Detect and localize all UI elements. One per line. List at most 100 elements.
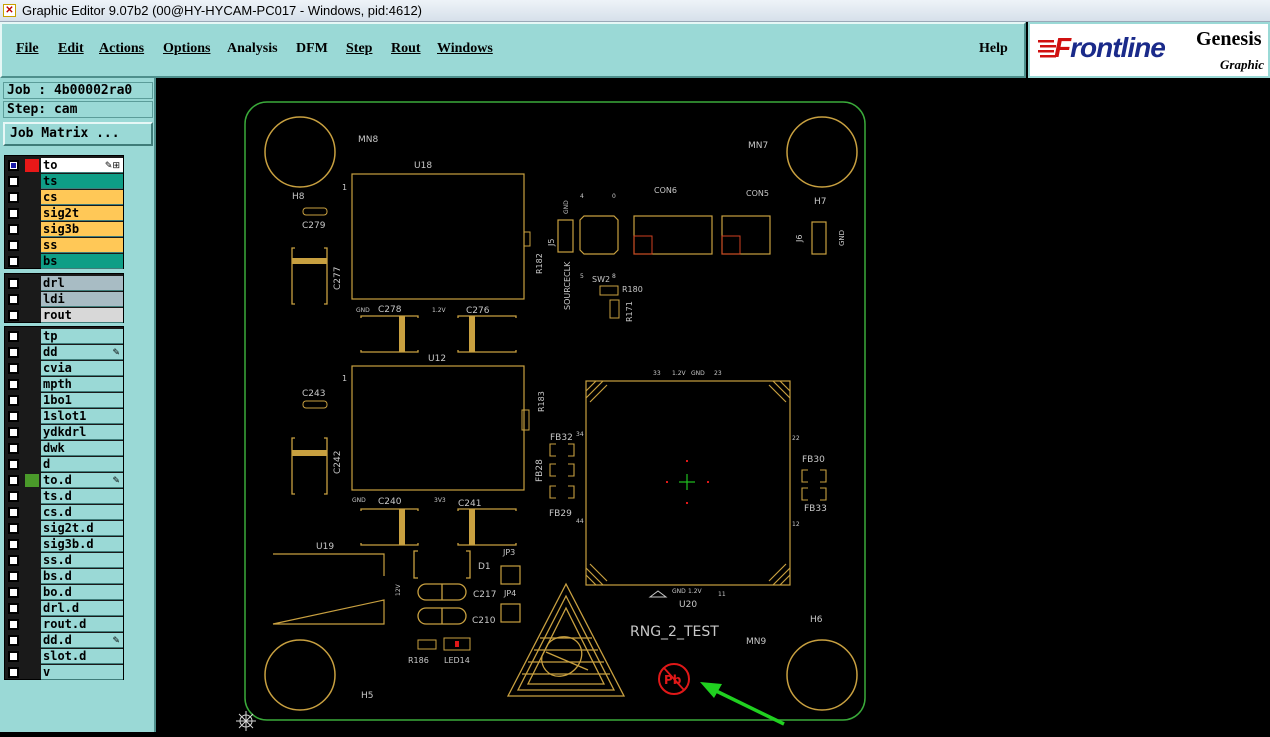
layer-row[interactable]: sig2t.d: [5, 521, 123, 537]
layer-name[interactable]: cs.d: [41, 505, 123, 520]
layer-row[interactable]: mpth: [5, 377, 123, 393]
layer-name[interactable]: sig3b: [41, 222, 123, 237]
layer-color-swatch[interactable]: [25, 442, 39, 455]
layer-checkbox[interactable]: [8, 331, 19, 342]
layer-row[interactable]: dd.d✎: [5, 633, 123, 649]
layer-checkbox[interactable]: [8, 507, 19, 518]
layer-name[interactable]: ts: [41, 174, 123, 189]
layer-row[interactable]: d: [5, 457, 123, 473]
layer-checkbox[interactable]: [8, 363, 19, 374]
layer-checkbox[interactable]: [8, 176, 19, 187]
layer-checkbox[interactable]: [8, 539, 19, 550]
layer-name[interactable]: rout.d: [41, 617, 123, 632]
layer-name[interactable]: sig3b.d: [41, 537, 123, 552]
layer-checkbox[interactable]: [8, 523, 19, 534]
menu-file[interactable]: File: [16, 41, 39, 56]
layer-checkbox[interactable]: [8, 619, 19, 630]
graphic-canvas[interactable]: MN8 MN7 MN9 H8 H7 H5 H6 U18 1 U12 1 C279…: [156, 78, 1270, 732]
layer-name[interactable]: dd.d: [41, 633, 123, 648]
menu-help[interactable]: Help: [979, 41, 1008, 56]
layer-row[interactable]: ss: [5, 238, 123, 254]
layer-checkbox[interactable]: [8, 294, 19, 305]
layer-row[interactable]: ldi: [5, 292, 123, 308]
layer-checkbox[interactable]: [8, 427, 19, 438]
layer-color-swatch[interactable]: [25, 458, 39, 471]
layer-color-swatch[interactable]: [25, 191, 39, 204]
pcb-view[interactable]: MN8 MN7 MN9 H8 H7 H5 H6 U18 1 U12 1 C279…: [156, 78, 1270, 732]
layer-name[interactable]: mpth: [41, 377, 123, 392]
menu-options[interactable]: Options: [163, 41, 211, 56]
layer-checkbox[interactable]: [8, 411, 19, 422]
layer-checkbox[interactable]: [8, 555, 19, 566]
job-matrix-button[interactable]: Job Matrix ...: [3, 122, 153, 146]
layer-row[interactable]: bo.d: [5, 585, 123, 601]
layer-name[interactable]: sig2t: [41, 206, 123, 221]
layer-color-swatch[interactable]: [25, 207, 39, 220]
layer-name[interactable]: sig2t.d: [41, 521, 123, 536]
menu-actions[interactable]: Actions: [99, 41, 145, 56]
layer-row[interactable]: dd✎: [5, 345, 123, 361]
layer-color-swatch[interactable]: [25, 394, 39, 407]
layer-name[interactable]: rout: [41, 308, 123, 323]
layer-name[interactable]: ldi: [41, 292, 123, 307]
layer-color-swatch[interactable]: [25, 378, 39, 391]
layer-name[interactable]: to: [41, 158, 123, 173]
layer-color-swatch[interactable]: [25, 650, 39, 663]
layer-color-swatch[interactable]: [25, 586, 39, 599]
layer-color-swatch[interactable]: [25, 474, 39, 487]
layer-row[interactable]: 1bo1: [5, 393, 123, 409]
layer-row[interactable]: cs.d: [5, 505, 123, 521]
layer-checkbox[interactable]: [8, 278, 19, 289]
layer-name[interactable]: bs: [41, 254, 123, 269]
layer-name[interactable]: tp: [41, 329, 123, 344]
layer-name[interactable]: bs.d: [41, 569, 123, 584]
layer-checkbox[interactable]: [8, 224, 19, 235]
layer-checkbox[interactable]: [8, 310, 19, 321]
layer-checkbox[interactable]: [8, 571, 19, 582]
layer-color-swatch[interactable]: [25, 159, 39, 172]
layer-row[interactable]: bs.d: [5, 569, 123, 585]
layer-checkbox[interactable]: [8, 491, 19, 502]
layer-color-swatch[interactable]: [25, 239, 39, 252]
layer-row[interactable]: sig3b: [5, 222, 123, 238]
menu-analysis[interactable]: Analysis: [227, 41, 278, 56]
layer-checkbox[interactable]: [8, 160, 19, 171]
layer-name[interactable]: d: [41, 457, 123, 472]
layer-color-swatch[interactable]: [25, 362, 39, 375]
layer-name[interactable]: cs: [41, 190, 123, 205]
layer-color-swatch[interactable]: [25, 309, 39, 322]
layer-row[interactable]: rout.d: [5, 617, 123, 633]
layer-row[interactable]: slot.d: [5, 649, 123, 665]
layer-color-swatch[interactable]: [25, 634, 39, 647]
layer-name[interactable]: v: [41, 665, 123, 680]
layer-color-swatch[interactable]: [25, 175, 39, 188]
layer-name[interactable]: to.d: [41, 473, 123, 488]
layer-checkbox[interactable]: [8, 635, 19, 646]
layer-name[interactable]: bo.d: [41, 585, 123, 600]
layer-name[interactable]: slot.d: [41, 649, 123, 664]
layer-name[interactable]: ts.d: [41, 489, 123, 504]
layer-row[interactable]: drl: [5, 276, 123, 292]
layer-row[interactable]: cs: [5, 190, 123, 206]
menu-dfm[interactable]: DFM: [296, 41, 328, 56]
layer-row[interactable]: ydkdrl: [5, 425, 123, 441]
layer-color-swatch[interactable]: [25, 570, 39, 583]
layer-checkbox[interactable]: [8, 603, 19, 614]
layer-row[interactable]: 1slot1: [5, 409, 123, 425]
layer-row[interactable]: to✎⊞: [5, 158, 123, 174]
layer-name[interactable]: cvia: [41, 361, 123, 376]
layer-checkbox[interactable]: [8, 395, 19, 406]
layer-name[interactable]: ss: [41, 238, 123, 253]
layer-checkbox[interactable]: [8, 208, 19, 219]
layer-checkbox[interactable]: [8, 667, 19, 678]
layer-color-swatch[interactable]: [25, 410, 39, 423]
layer-row[interactable]: tp: [5, 329, 123, 345]
layer-row[interactable]: bs: [5, 254, 123, 270]
layer-name[interactable]: 1bo1: [41, 393, 123, 408]
layer-color-swatch[interactable]: [25, 538, 39, 551]
layer-color-swatch[interactable]: [25, 346, 39, 359]
layer-color-swatch[interactable]: [25, 426, 39, 439]
menu-windows[interactable]: Windows: [437, 41, 493, 56]
layer-checkbox[interactable]: [8, 443, 19, 454]
layer-checkbox[interactable]: [8, 347, 19, 358]
